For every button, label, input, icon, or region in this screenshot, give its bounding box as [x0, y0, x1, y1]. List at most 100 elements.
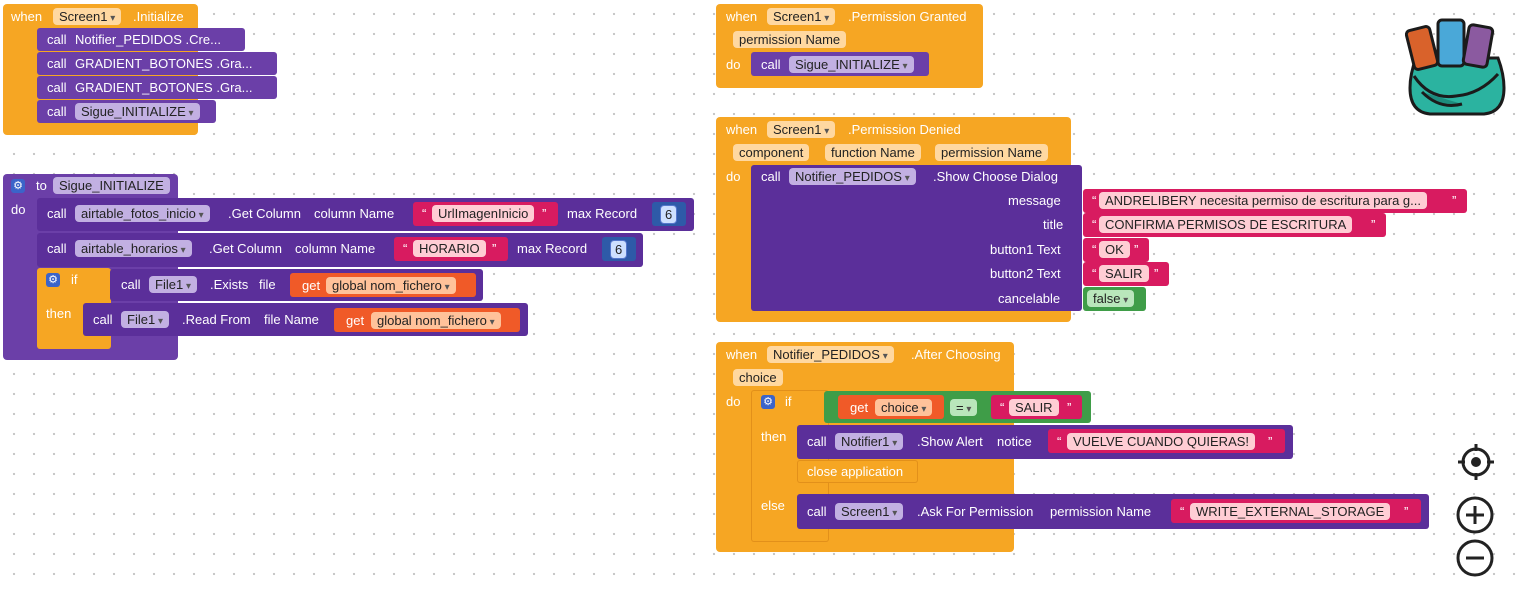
quote-close: ” [492, 241, 497, 256]
quote-close: ” [1404, 504, 1409, 519]
procedure-name-field[interactable]: Sigue_INITIALIZE [53, 177, 170, 194]
text-value[interactable]: CONFIRMA PERMISOS DE ESCRITURA [1099, 216, 1353, 233]
text-value[interactable]: VUELVE CUANDO QUIERAS! [1067, 433, 1256, 450]
when-label: when [726, 347, 758, 362]
text-value[interactable]: WRITE_EXTERNAL_STORAGE [1190, 503, 1391, 520]
call-label: call [47, 241, 67, 256]
plus-zoom-in-icon[interactable] [1455, 495, 1495, 535]
argument-label: message [1008, 193, 1061, 208]
call-label: call [121, 277, 141, 292]
variable-dropdown[interactable]: global nom_fichero [326, 277, 456, 294]
argument-label: button1 Text [990, 242, 1061, 257]
call-block[interactable] [37, 28, 245, 51]
then-label: then [761, 429, 787, 444]
procedure-dropdown[interactable]: Sigue_INITIALIZE [75, 103, 200, 120]
show-choose-dialog-block[interactable] [751, 165, 1082, 311]
get-label: get [346, 313, 365, 328]
quote-open: “ [1092, 193, 1097, 208]
param-label: max Record [517, 241, 588, 256]
component-dropdown[interactable]: Screen1 [767, 121, 836, 138]
call-target: Notifier_PEDIDOS .Cre... [75, 32, 221, 47]
method-name: .Ask For Permission [917, 504, 1034, 519]
text-value[interactable]: UrlImagenInicio [432, 205, 535, 222]
else-label: else [761, 498, 785, 513]
call-target: GRADIENT_BOTONES .Gra... [75, 80, 253, 95]
if-label: if [71, 272, 78, 287]
quote-open: “ [422, 206, 427, 221]
param-label: file [259, 277, 276, 292]
call-label: call [93, 312, 113, 327]
quote-close: ” [1452, 193, 1457, 208]
component-dropdown[interactable]: Screen1 [767, 8, 836, 25]
method-name: .Read From [182, 312, 251, 327]
when-label: when [726, 9, 758, 24]
call-block[interactable] [37, 52, 277, 75]
quote-close: ” [1154, 266, 1159, 281]
component-dropdown[interactable]: Screen1 [53, 8, 122, 25]
gear-icon[interactable]: ⚙ [11, 179, 25, 193]
call-target: GRADIENT_BOTONES .Gra... [75, 56, 253, 71]
call-label: call [761, 57, 781, 72]
close-application-label: close application [807, 464, 904, 479]
if-label: if [785, 394, 792, 409]
operator-dropdown[interactable]: = [950, 399, 978, 416]
text-value[interactable]: OK [1099, 241, 1130, 258]
variable-dropdown[interactable]: choice [875, 399, 933, 416]
number-value[interactable]: 6 [660, 205, 678, 224]
call-label: call [47, 32, 67, 47]
quote-open: “ [1057, 434, 1062, 449]
quote-open: “ [1180, 504, 1185, 519]
param-label: column Name [314, 206, 395, 221]
crosshair-center-icon[interactable] [1456, 442, 1496, 482]
argument-label: button2 Text [990, 266, 1061, 281]
component-dropdown[interactable]: File1 [121, 311, 169, 328]
quote-open: “ [1092, 242, 1097, 257]
method-name: .Show Alert [917, 434, 983, 449]
text-value[interactable]: SALIR [1009, 399, 1059, 416]
event-name: .Initialize [133, 9, 184, 24]
event-parameter[interactable]: component [733, 144, 810, 161]
get-label: get [302, 278, 321, 293]
argument-label: title [1043, 217, 1064, 232]
do-label: do [726, 394, 741, 409]
quote-close: ” [542, 206, 547, 221]
method-name: .Exists [210, 277, 249, 292]
event-parameter[interactable]: permission Name [733, 31, 847, 48]
boolean-dropdown[interactable]: false [1087, 290, 1135, 307]
text-value[interactable]: ANDRELIBERY necesita permiso de escritur… [1099, 192, 1427, 209]
event-parameter[interactable]: choice [733, 369, 783, 386]
component-dropdown[interactable]: Notifier_PEDIDOS [789, 168, 916, 185]
quote-open: “ [1092, 266, 1097, 281]
method-name: .Get Column [209, 241, 282, 256]
argument-label: cancelable [998, 291, 1061, 306]
event-parameter[interactable]: permission Name [935, 144, 1049, 161]
component-dropdown[interactable]: airtable_horarios [75, 240, 192, 257]
component-dropdown[interactable]: File1 [149, 276, 197, 293]
procedure-dropdown[interactable]: Sigue_INITIALIZE [789, 56, 914, 73]
text-value[interactable]: SALIR [1099, 265, 1149, 282]
do-label: do [726, 57, 741, 72]
do-label: do [11, 202, 26, 217]
component-dropdown[interactable]: Notifier_PEDIDOS [767, 346, 894, 363]
do-label: do [726, 169, 741, 184]
minus-zoom-out-icon[interactable] [1455, 538, 1495, 578]
gear-icon[interactable]: ⚙ [46, 273, 60, 287]
gear-icon[interactable]: ⚙ [761, 395, 775, 409]
text-value[interactable]: HORARIO [413, 240, 486, 257]
component-dropdown[interactable]: Notifier1 [835, 433, 904, 450]
event-parameter[interactable]: function Name [825, 144, 921, 161]
component-dropdown[interactable]: airtable_fotos_inicio [75, 205, 210, 222]
close-application-block[interactable] [797, 460, 918, 483]
quote-close: ” [1268, 434, 1273, 449]
when-label: when [726, 122, 758, 137]
backpack-trash-icon[interactable] [1400, 14, 1514, 118]
variable-dropdown[interactable]: global nom_fichero [371, 312, 501, 329]
call-label: call [47, 56, 67, 71]
call-label: call [761, 169, 781, 184]
call-block[interactable] [37, 76, 277, 99]
call-label: call [47, 206, 67, 221]
call-label: call [47, 80, 67, 95]
number-value[interactable]: 6 [610, 240, 628, 259]
component-dropdown[interactable]: Screen1 [835, 503, 904, 520]
